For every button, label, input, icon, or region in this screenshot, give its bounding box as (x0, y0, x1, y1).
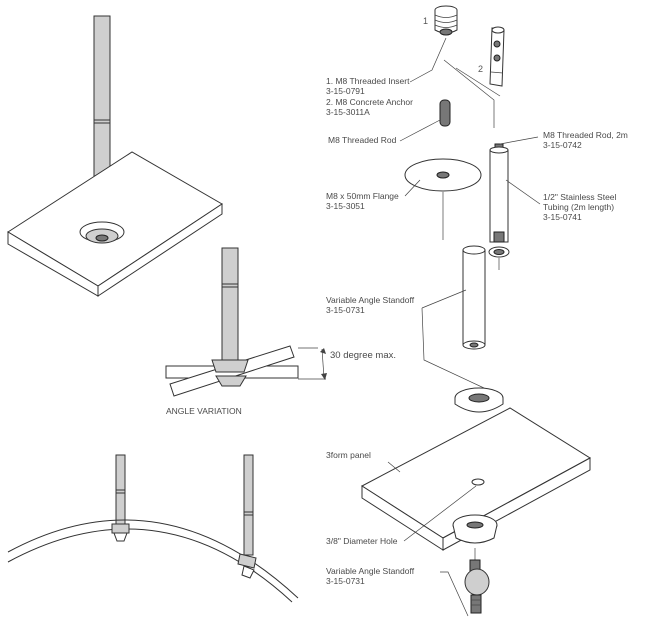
upper-standoff-label: Variable Angle Standoff (326, 295, 415, 305)
upper-standoff-part (462, 245, 486, 350)
upper-standoff-code: 3-15-0731 (326, 305, 365, 315)
callout-1: 1 (423, 16, 428, 26)
panel-label: 3form panel (326, 450, 371, 460)
concrete-anchor-label: 2. M8 Concrete Anchor (326, 97, 413, 107)
concrete-anchor-code: 3-15-3011A (326, 107, 370, 117)
threaded-insert-label: 1. M8 Threaded Insert (326, 76, 410, 86)
threaded-rod-label: M8 Threaded Rod (328, 135, 397, 145)
exploded-assembly-illustration: 1 2 (361, 5, 591, 617)
lower-standoff-bolt-part (464, 559, 490, 614)
concrete-anchor-part (489, 26, 505, 87)
flange-part (404, 158, 482, 192)
part-labels: 1. M8 Threaded Insert 3-15-0791 2. M8 Co… (326, 76, 628, 586)
angle-variation-caption: ANGLE VARIATION (166, 406, 242, 416)
short-threaded-rod-part (439, 99, 451, 127)
callout-2: 2 (478, 64, 483, 74)
threaded-insert-part (434, 5, 458, 36)
hole-label: 3/8" Diameter Hole (326, 536, 398, 546)
flange-code: 3-15-3051 (326, 201, 365, 211)
angle-variation-illustration: 30 degree max. ANGLE VARIATION (165, 247, 396, 416)
threaded-rod-2m-code: 3-15-0742 (543, 140, 582, 150)
lower-standoff-label: Variable Angle Standoff (326, 566, 415, 576)
standoff-ring-part (454, 387, 504, 413)
threaded-rod-2m-label: M8 Threaded Rod, 2m (543, 130, 628, 140)
lower-standoff-cup-part (452, 514, 498, 544)
tubing-with-rod-part (488, 143, 510, 258)
tubing-label-line2: Tubing (2m length) (543, 202, 614, 212)
tubing-label-line1: 1/2" Stainless Steel (543, 192, 617, 202)
tubing-code: 3-15-0741 (543, 212, 582, 222)
threaded-insert-code: 3-15-0791 (326, 86, 365, 96)
angle-max-label: 30 degree max. (330, 350, 396, 361)
assembled-rod-panel-illustration (7, 15, 223, 297)
curved-panel-illustration (7, 454, 299, 603)
flange-label: M8 x 50mm Flange (326, 191, 399, 201)
lower-standoff-code: 3-15-0731 (326, 576, 365, 586)
